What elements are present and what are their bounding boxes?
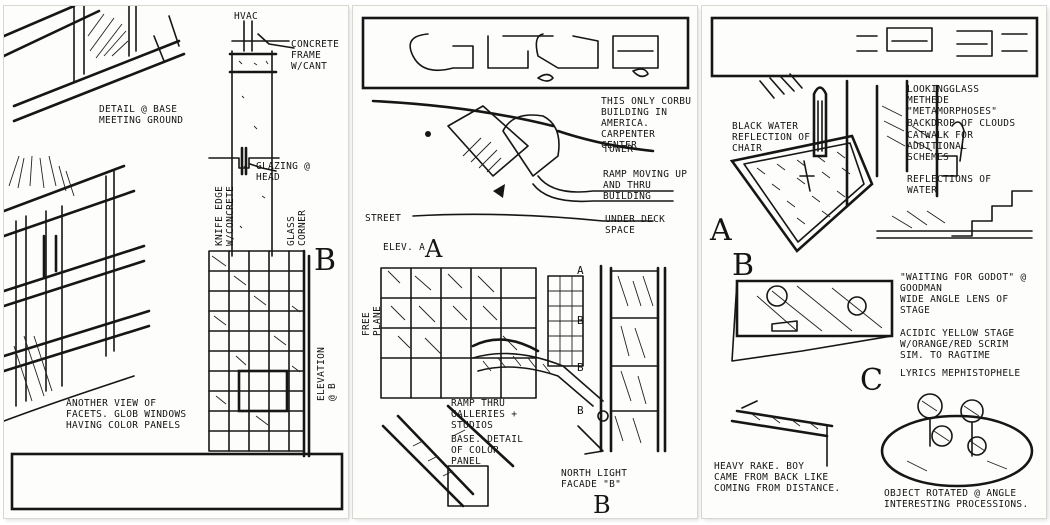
note-ramp-galleries: RAMP THRU GALLERIES + STUDIOS	[451, 398, 518, 431]
letter-b-center: B	[593, 491, 611, 519]
note-black-water: BLACK WATER REFLECTION OF CHAIR	[732, 121, 811, 154]
note-reflections: REFLECTIONS OF WATER	[907, 174, 992, 196]
sketch-right-drawing	[710, 16, 1039, 488]
note-concrete-frame: CONCRETE FRAME W/CANT	[291, 39, 340, 72]
sketch-page-right: LOOKINGGLASS METHEDE "METAMORPHOSES" BAC…	[702, 6, 1046, 518]
note-ramp-moving: RAMP MOVING UP AND THRU BUILDING	[603, 169, 688, 202]
note-tower: TOWER	[603, 144, 634, 155]
note-elevation-b: ELEVATION @ B	[316, 346, 338, 401]
bay-label-b-1: B	[577, 314, 584, 327]
letter-c-right: C	[860, 363, 883, 398]
letter-a-center: A	[425, 235, 443, 263]
letter-b-right: B	[732, 248, 755, 283]
note-north-light: NORTH LIGHT FACADE "B"	[561, 468, 628, 490]
note-lyrics: LYRICS MEPHISTOPHELE	[900, 368, 1021, 379]
note-godot: "WAITING FOR GODOT" @ GOODMAN WIDE ANGLE…	[900, 272, 1027, 316]
note-only-corbu: THIS ONLY CORBU BUILDING IN AMERICA. CAR…	[601, 96, 692, 151]
note-knife-edge: KNIFE EDGE W/CONCRETE	[214, 185, 236, 246]
note-under-deck: UNDER DECK SPACE	[605, 214, 666, 236]
note-hvac: HVAC	[234, 11, 259, 22]
note-heavy-rake: HEAVY RAKE. BOY CAME FROM BACK LIKE COMI…	[714, 461, 841, 494]
note-glass-corner: GLASS CORNER	[286, 209, 308, 246]
sketch-center-drawing	[361, 16, 690, 508]
note-base-detail: BASE. DETAIL OF COLOR PANEL	[451, 434, 524, 467]
bay-label-b-3: B	[577, 404, 584, 417]
sketch-page-center: THIS ONLY CORBU BUILDING IN AMERICA. CAR…	[353, 6, 697, 519]
note-acidic: ACIDIC YELLOW STAGE W/ORANGE/RED SCRIM S…	[900, 328, 1015, 361]
sketch-left-drawing	[4, 6, 344, 511]
note-street: STREET	[365, 213, 402, 224]
note-elev-a: ELEV. A	[383, 242, 426, 253]
bay-label-b-2: B	[577, 361, 584, 374]
note-another-view: ANOTHER VIEW OF FACETS. GLOB WINDOWS HAV…	[66, 398, 187, 431]
note-catwalk: CATWALK FOR ADDITIONAL SCHEMES	[907, 130, 974, 163]
bay-label-a: A	[577, 264, 584, 277]
letter-a-right: A	[710, 213, 732, 248]
note-looking-glass: LOOKINGGLASS METHEDE "METAMORPHOSES"	[907, 84, 998, 117]
note-object-rotated: OBJECT ROTATED @ ANGLE INTERESTING PROCE…	[884, 488, 1029, 510]
letter-b-left: B	[314, 243, 337, 278]
sketch-page-left: HVAC CONCRETE FRAME W/CANT DETAIL @ BASE…	[4, 6, 348, 518]
note-glazing-head: GLAZING @ HEAD	[256, 161, 311, 183]
note-free-plane: FREE PLANE	[361, 305, 383, 336]
note-detail-base: DETAIL @ BASE MEETING GROUND	[99, 104, 184, 126]
note-backdrop: BACKDROP OF CLOUDS	[907, 118, 1016, 129]
